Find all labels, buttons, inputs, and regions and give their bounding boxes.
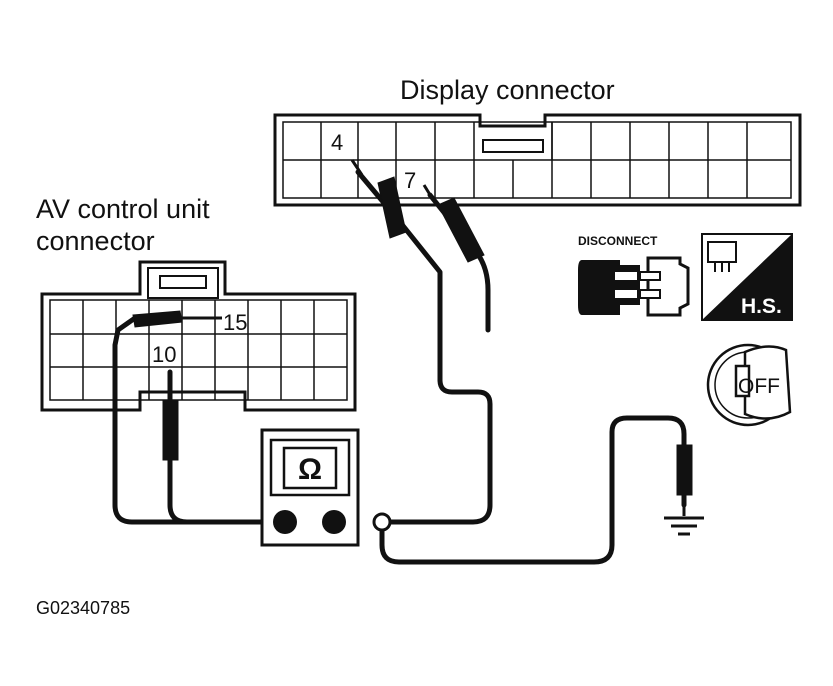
disconnect-label: DISCONNECT xyxy=(578,234,658,248)
test-leads xyxy=(112,169,687,565)
probes xyxy=(132,159,693,496)
ignition-off-label: OFF xyxy=(738,375,780,398)
lead-junction xyxy=(372,512,392,532)
av-pin-10-label: 10 xyxy=(152,342,176,367)
ohm-symbol: Ω xyxy=(298,453,322,486)
av-pin-15-label: 15 xyxy=(223,310,247,335)
display-connector-title: Display connector xyxy=(400,75,615,105)
display-pin-4-label: 4 xyxy=(331,130,343,155)
disconnect-connector-icon: DISCONNECT xyxy=(578,234,690,317)
display-pin-7-label: 7 xyxy=(404,168,416,193)
ignition-key-off-icon: OFF xyxy=(706,343,792,427)
harness-side-label: H.S. xyxy=(741,295,782,318)
ohmmeter-icon: Ω xyxy=(260,428,392,547)
harness-side-icon: H.S. xyxy=(701,233,793,321)
av-connector-title-line2: connector xyxy=(36,226,155,256)
meter-terminal-positive xyxy=(322,510,346,534)
meter-terminal-negative xyxy=(273,510,297,534)
av-connector-title-line1: AV control unit xyxy=(36,194,210,224)
ground-icon xyxy=(664,505,704,536)
av-control-unit-connector xyxy=(40,260,357,412)
figure-code: G02340785 xyxy=(36,598,130,618)
